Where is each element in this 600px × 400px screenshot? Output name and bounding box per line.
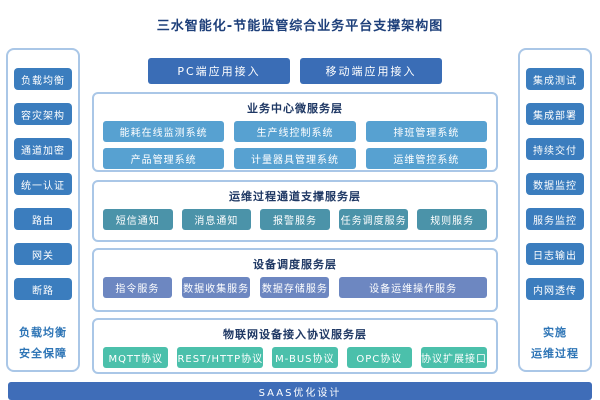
right-panel-block-integration-test: 集成测试 — [526, 68, 584, 90]
protocol-block-rest-http: REST/HTTP协议 — [177, 347, 264, 368]
protocol-block-mqtt: MQTT协议 — [103, 347, 169, 368]
layer2-grid: 短信通知 消息通知 报警服务 任务调度服务 规则服务 — [94, 204, 496, 236]
layer1-title: 业务中心微服务层 — [247, 102, 343, 115]
mobile-access-block: 移动端应用接入 — [300, 58, 442, 84]
right-panel-block-log-output: 日志输出 — [526, 243, 584, 265]
service-block-alarm-service: 报警服务 — [260, 209, 330, 230]
left-panel-block-unified-auth: 统一认证 — [14, 173, 72, 195]
layer-device-scheduling-services: 设备调度服务层 指令服务 数据收集服务 数据存储服务 设备运维操作服务 — [92, 248, 498, 312]
left-panel-block-channel-encryption: 通道加密 — [14, 138, 72, 160]
right-panel-block-service-monitoring: 服务监控 — [526, 208, 584, 230]
layer2-title: 运维过程通道支撑服务层 — [229, 190, 361, 203]
left-capability-panel: 负载均衡 容灾架构 通道加密 统一认证 路由 网关 断路 负载均衡 安全保障 — [6, 48, 80, 372]
right-panel-caption: 实施 运维过程 — [520, 322, 590, 364]
left-panel-block-gateway: 网关 — [14, 243, 72, 265]
right-panel-block-continuous-delivery: 持续交付 — [526, 138, 584, 160]
layer3-title: 设备调度服务层 — [253, 258, 337, 271]
service-block-product-management: 产品管理系统 — [103, 148, 225, 169]
left-panel-caption-line1: 负载均衡 — [19, 326, 67, 339]
protocol-block-extension-interface: 协议扩展接口 — [421, 347, 487, 368]
layer3-grid: 指令服务 数据收集服务 数据存储服务 设备运维操作服务 — [94, 272, 496, 304]
layer-iot-device-access-protocol-services: 物联网设备接入协议服务层 MQTT协议 REST/HTTP协议 M-BUS协议 … — [92, 318, 498, 374]
service-block-rule-service: 规则服务 — [417, 209, 487, 230]
diagram-title: 三水智能化-节能监管综合业务平台支撑架构图 — [156, 19, 444, 34]
left-panel-caption: 负载均衡 安全保障 — [8, 322, 78, 364]
left-panel-block-load-balancing: 负载均衡 — [14, 68, 72, 90]
layer1-grid: 能耗在线监测系统 生产线控制系统 排班管理系统 产品管理系统 计量器具管理系统 … — [94, 116, 496, 175]
service-block-shift-management: 排班管理系统 — [365, 121, 487, 142]
layer4-grid: MQTT协议 REST/HTTP协议 M-BUS协议 OPC协议 协议扩展接口 — [94, 342, 496, 374]
service-block-command-service: 指令服务 — [103, 277, 172, 298]
service-block-task-scheduling: 任务调度服务 — [338, 209, 409, 230]
service-block-sms-notification: 短信通知 — [103, 209, 173, 230]
service-block-data-storage: 数据存储服务 — [260, 277, 330, 298]
right-panel-caption-line1: 实施 — [543, 326, 567, 339]
layer-business-center-microservices: 业务中心微服务层 能耗在线监测系统 生产线控制系统 排班管理系统 产品管理系统 … — [92, 92, 498, 172]
service-block-production-line-control: 生产线控制系统 — [234, 121, 356, 142]
right-capability-panel: 集成测试 集成部署 持续交付 数据监控 服务监控 日志输出 内网透传 实施 运维… — [518, 48, 592, 372]
left-panel-block-circuit-break: 断路 — [14, 278, 72, 300]
service-block-ops-control: 运维管控系统 — [365, 148, 487, 169]
pc-access-block: PC端应用接入 — [148, 58, 290, 84]
right-panel-block-data-monitoring: 数据监控 — [526, 173, 584, 195]
right-panel-caption-line2: 运维过程 — [531, 347, 579, 360]
right-panel-block-integration-deploy: 集成部署 — [526, 103, 584, 125]
layer4-title: 物联网设备接入协议服务层 — [223, 328, 367, 341]
saas-optimization-bar: SAAS优化设计 — [8, 382, 592, 400]
service-block-device-ops-operation: 设备运维操作服务 — [339, 277, 487, 298]
left-panel-caption-line2: 安全保障 — [19, 347, 67, 360]
protocol-block-mbus: M-BUS协议 — [272, 347, 338, 368]
service-block-message-notification: 消息通知 — [181, 209, 252, 230]
service-block-metering-instrument-management: 计量器具管理系统 — [234, 148, 356, 169]
service-block-data-collection: 数据收集服务 — [181, 277, 251, 298]
left-panel-block-disaster-recovery: 容灾架构 — [14, 103, 72, 125]
right-panel-block-intranet-passthrough: 内网透传 — [526, 278, 584, 300]
service-block-energy-monitoring: 能耗在线监测系统 — [103, 121, 225, 142]
protocol-block-opc: OPC协议 — [346, 347, 412, 368]
left-panel-block-routing: 路由 — [14, 208, 72, 230]
layer-ops-channel-support-services: 运维过程通道支撑服务层 短信通知 消息通知 报警服务 任务调度服务 规则服务 — [92, 180, 498, 242]
